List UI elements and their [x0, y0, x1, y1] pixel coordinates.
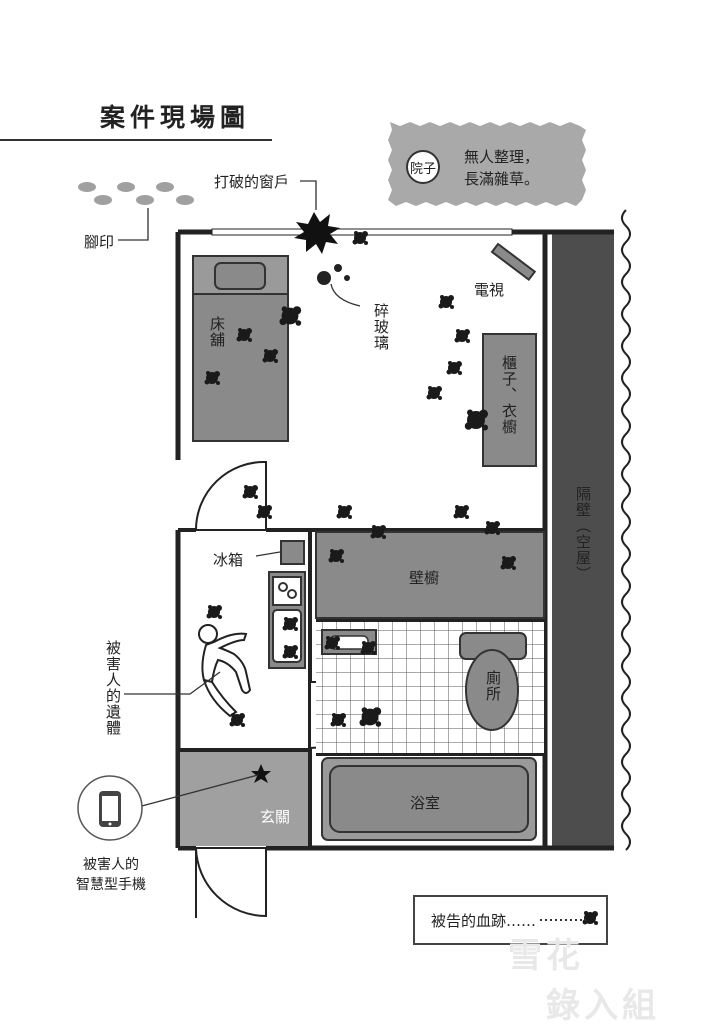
entrance-label: 玄關	[260, 808, 291, 826]
toilet-label: 廁所	[484, 670, 502, 702]
glass-label: 碎玻璃	[372, 303, 390, 351]
window-label: 打破的窗戶	[214, 173, 290, 191]
wall-label: 隔壁（空屋）	[574, 486, 592, 582]
tv	[490, 242, 537, 282]
legend-label: 被告的血跡……	[431, 911, 537, 930]
phone-location-star	[251, 764, 271, 783]
toilet	[459, 632, 527, 731]
watermark-line-1: 雪花	[508, 936, 584, 976]
entrance-floor	[180, 752, 308, 846]
phone-caption-line-2: 智慧型手機	[76, 877, 146, 893]
tv-label: 電視	[474, 281, 505, 299]
yard-tag-label: 院子	[409, 161, 436, 177]
closet	[315, 531, 545, 619]
bed	[192, 255, 289, 442]
page-title: 案件現場圖	[100, 103, 251, 132]
body-outline	[198, 624, 252, 718]
bath-label: 浴室	[410, 794, 441, 812]
cabinet-label: 櫃子、衣櫥	[500, 355, 518, 435]
body-label: 被害人的遺體	[104, 640, 122, 736]
phone-caption-line-1: 被害人的	[83, 857, 139, 873]
leader-lines	[118, 180, 361, 808]
yard-note: 無人整理， 長滿雜草。	[464, 146, 539, 190]
footprints-label: 腳印	[84, 233, 115, 251]
legend-box: 被告的血跡……	[413, 895, 608, 945]
phone-caption: 被害人的 智慧型手機	[66, 854, 156, 894]
yard-note-line-1: 無人整理，	[464, 148, 540, 166]
watermark-line-2: 錄入組	[546, 986, 660, 1026]
yard-banner	[388, 122, 586, 206]
closet-label: 壁櫥	[409, 569, 440, 587]
neighbor-wall	[552, 232, 614, 846]
yard-note-line-2: 長滿雜草。	[464, 170, 540, 188]
yard-tag: 院子	[406, 150, 440, 184]
glass-dots	[317, 264, 350, 285]
title-underline	[0, 139, 272, 141]
wavy-edge	[621, 209, 631, 851]
cabinet	[482, 333, 537, 467]
bed-label: 床舖	[208, 316, 226, 348]
footprints	[78, 182, 194, 205]
fridge-label: 冰箱	[213, 551, 244, 569]
broken-window-mark	[294, 212, 340, 254]
